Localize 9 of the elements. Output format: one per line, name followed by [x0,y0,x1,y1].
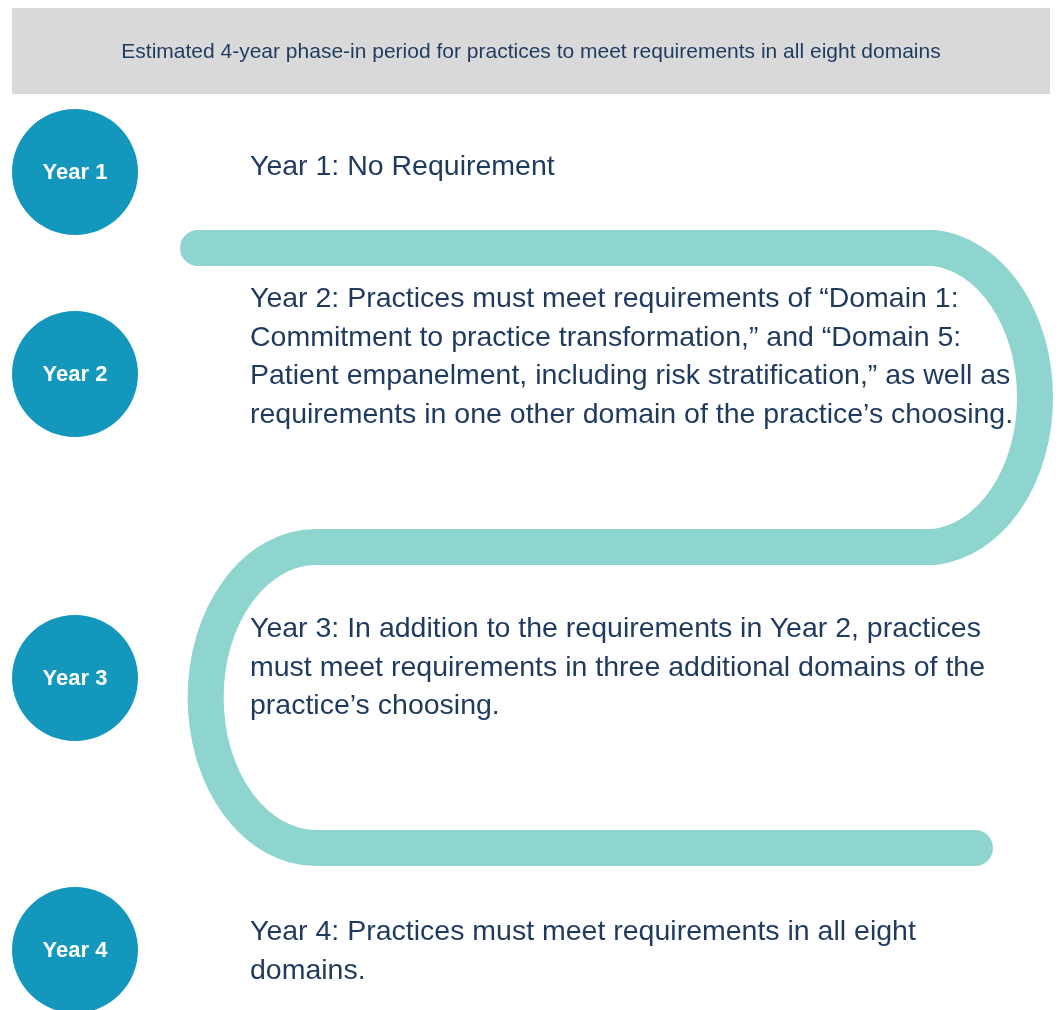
year-description: Year 4: Practices must meet requirements in all eight domains. [250,913,917,987]
year-description: Year 3: In addition to the requirements in Year 2, practices must meet requirements in three additional domains of the practice’s choosing. [250,610,987,722]
year-label: Year 2 [41,360,109,388]
year-label: Year 4 [41,936,109,964]
year-description: Year 2: Practices must meet requirements of “Domain 1: Commitment to practice transformation,” and “Domain 5: Patient empanelment, including risk stratification,” as well as requirements in one other domain of the practice’s choosing. [250,280,1015,431]
year-label: Year 1 [41,158,109,186]
title-banner: Estimated 4-year phase-in period for practices to meet requirements in all eight domains [12,8,1050,94]
year-label: Year 3 [41,664,109,692]
year-description: Year 1: No Requirement [250,148,556,183]
